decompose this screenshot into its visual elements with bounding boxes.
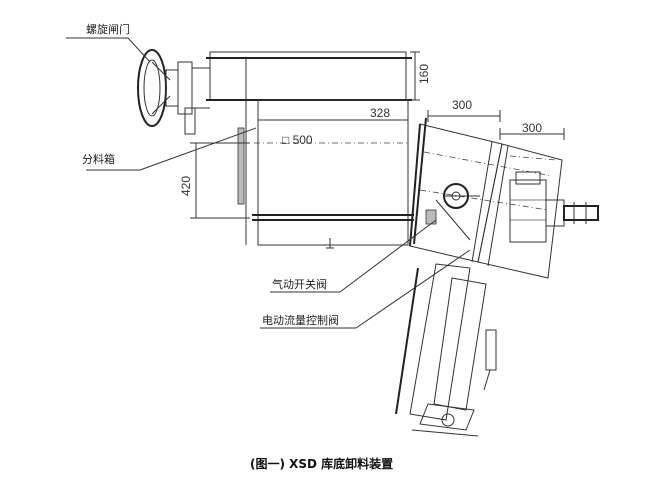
dim-420-label: 420 <box>179 176 193 196</box>
dimension-300-b: 300 <box>499 121 565 161</box>
dim-300a-label: 300 <box>452 98 472 112</box>
dim-500-label: □ 500 <box>282 133 313 147</box>
dimension-500: □ 500 <box>282 133 313 147</box>
dimension-328: 328 <box>258 106 408 121</box>
screw-gate-handwheel <box>137 49 210 135</box>
figure-caption: (图一) XSD 库底卸料装置 <box>250 456 393 471</box>
discharge-pipe <box>395 263 497 437</box>
splitter-box-label: 分料箱 <box>82 152 115 166</box>
screw-gate-callout: 螺旋闸门 <box>66 22 151 63</box>
dim-160-label: 160 <box>417 64 431 84</box>
splitter-box-callout: 分料箱 <box>82 127 257 171</box>
electric-actuator <box>509 171 599 243</box>
dim-328-label: 328 <box>370 106 390 120</box>
dimension-160: 160 <box>410 51 431 101</box>
dimension-420: 420 <box>179 142 250 219</box>
dimension-300-a: 300 <box>427 98 501 122</box>
pneumatic-valve-label: 气动开关阀 <box>272 277 327 291</box>
electric-flow-valve-label: 电动流量控制阀 <box>262 313 339 327</box>
pneumatic-valve-callout: 气动开关阀 <box>270 219 437 293</box>
splitter-box <box>206 51 414 249</box>
valve-housing <box>409 117 563 279</box>
dim-300b-label: 300 <box>522 121 542 135</box>
pneumatic-valve-body <box>425 183 480 241</box>
electric-flow-valve-callout: 电动流量控制阀 <box>260 249 471 329</box>
screw-gate-label: 螺旋闸门 <box>86 22 130 36</box>
